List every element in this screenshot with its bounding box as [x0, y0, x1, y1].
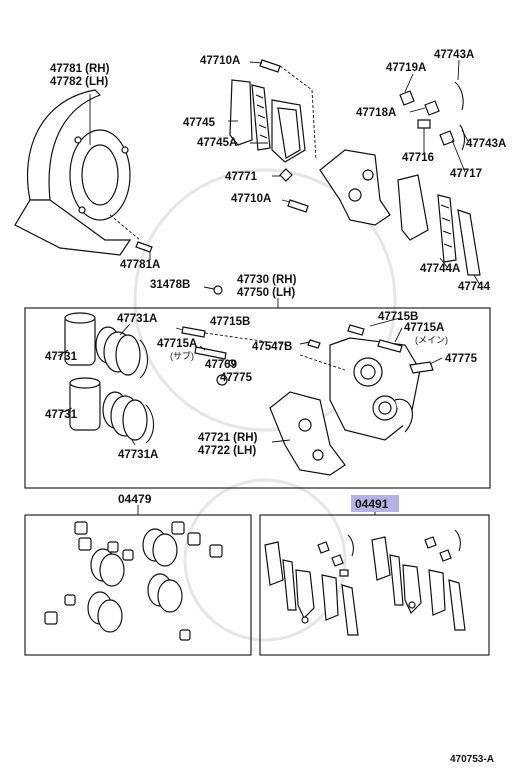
outer-pads-drawing — [397, 59, 481, 286]
label-main-note: (メイン) — [415, 335, 448, 345]
piston-lower-drawing — [59, 377, 155, 446]
kit-04491-drawing — [264, 529, 466, 636]
label-47710a-mid: 47710A — [231, 193, 271, 205]
label-47781a: 47781A — [120, 259, 160, 271]
label-47715a-right: 47715A — [404, 322, 444, 334]
label-47547b: 47547B — [252, 341, 292, 353]
label-47745a: 47745A — [197, 137, 237, 149]
brake-pads-drawing — [228, 59, 317, 213]
label-47717: 47717 — [450, 168, 482, 180]
watermark — [133, 168, 397, 642]
label-47710a-top: 47710A — [200, 55, 240, 67]
label-47721: 47721 (RH) — [198, 432, 258, 444]
label-47715b-left: 47715B — [210, 316, 250, 328]
label-47731a-top: 47731A — [117, 313, 157, 325]
label-47744: 47744 — [458, 281, 491, 293]
label-47745: 47745 — [183, 117, 216, 129]
label-47716: 47716 — [402, 152, 434, 164]
label-47719a: 47719A — [386, 62, 426, 74]
label-47782: 47782 (LH) — [50, 76, 108, 88]
label-47715b-right: 47715B — [378, 311, 418, 323]
label-47744a: 47744A — [420, 263, 460, 275]
dust-shield-drawing — [14, 89, 153, 260]
label-47743a-right: 47743A — [466, 138, 506, 150]
piston-upper-drawing — [57, 312, 149, 379]
label-47775-left: 47775 — [220, 372, 253, 384]
mounting-bracket-drawing — [319, 149, 391, 226]
label-47715a-left: 47715A — [157, 338, 197, 350]
caliper-body-drawing — [299, 317, 443, 441]
diagram-reference-number: 470753-A — [450, 754, 494, 765]
slide-pins-left-drawing — [175, 326, 291, 386]
label-47731a-bottom: 47731A — [118, 449, 158, 461]
caliper-bracket-drawing — [269, 391, 346, 476]
label-kit-04491[interactable]: 04491 — [355, 497, 389, 511]
kit-04491-frame — [259, 514, 490, 656]
label-47775-right: 47775 — [445, 353, 478, 365]
label-31478b: 31478B — [150, 279, 190, 291]
kit-04479-frame — [24, 514, 252, 656]
label-47743a-top: 47743A — [434, 49, 474, 61]
label-sub-note: (サブ) — [170, 350, 194, 361]
label-47718a: 47718A — [356, 107, 396, 119]
label-47730: 47730 (RH) — [237, 274, 297, 286]
kit-04479-drawing — [44, 521, 223, 641]
label-47722: 47722 (LH) — [198, 445, 256, 457]
caliper-assembly-frame — [24, 307, 491, 489]
label-47769: 47769 — [205, 359, 237, 371]
label-47781: 47781 (RH) — [50, 63, 110, 75]
part-labels: 47781 (RH) 47782 (LH) 47710A 47745 47745… — [45, 49, 506, 765]
bleeder-plug-drawing — [203, 285, 223, 295]
kit-04491-highlight — [351, 495, 399, 512]
label-47731-top: 47731 — [45, 351, 78, 363]
label-47731-bottom: 47731 — [45, 409, 78, 421]
label-47771: 47771 — [225, 171, 258, 183]
label-kit-04479[interactable]: 04479 — [118, 492, 152, 506]
label-47750: 47750 (LH) — [237, 287, 295, 299]
